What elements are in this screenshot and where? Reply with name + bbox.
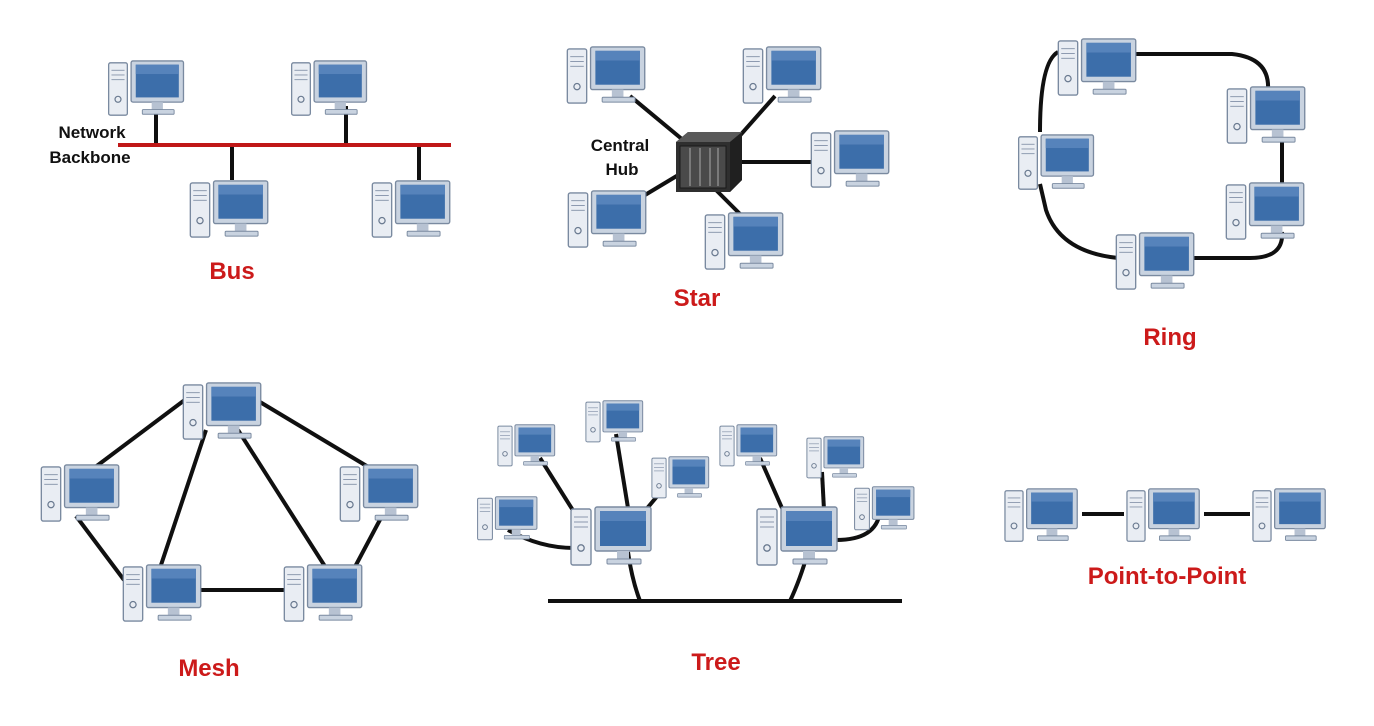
tree-cables [507,433,902,603]
computer-icon [810,130,890,188]
bus-title: Bus [209,258,254,285]
ring-topology: Ring [1017,38,1306,351]
computer-icon [1252,488,1326,542]
tree-topology: Tree [477,400,915,676]
computer-icon [283,564,363,622]
star-label-central: Central [591,136,650,155]
hub-icon [676,132,742,192]
computer-icon [107,60,185,116]
computer-icon [1226,86,1306,144]
computer-icon [1115,232,1195,290]
ring-title: Ring [1143,324,1196,351]
computer-icon [566,46,646,104]
computer-icon [122,564,202,622]
computer-icon [704,212,784,270]
computer-icon [742,46,822,104]
mesh-topology: Mesh [40,382,419,682]
computer-icon [189,180,269,238]
computer-icon [290,60,368,116]
bus-topology: Network Backbone Bus [49,60,451,285]
computer-icon [371,180,451,238]
computer-icon [1017,134,1095,190]
bus-label-backbone: Backbone [49,148,130,167]
tree-title: Tree [691,649,740,676]
computer-icon [497,424,556,467]
computer-icon [40,464,120,522]
computer-icon [182,382,262,440]
computer-icon [854,486,915,531]
computer-icon [567,190,647,248]
ring-cable [1038,50,1285,260]
star-label-hub: Hub [605,160,638,179]
computer-icon [756,506,838,566]
point-to-point-topology: Point-to-Point [1004,488,1326,590]
bus-label-network: Network [58,123,126,142]
computer-icon [651,456,710,499]
star-title: Star [674,285,721,312]
star-topology: Central Hub Star [566,46,890,312]
computer-icon [806,436,865,479]
computer-icon [477,496,538,541]
computer-icon [1126,488,1200,542]
computer-icon [1004,488,1078,542]
p2p-title: Point-to-Point [1088,563,1247,590]
mesh-title: Mesh [178,655,239,682]
computer-icon [719,424,778,467]
computer-icon [570,506,652,566]
computer-icon [1057,38,1137,96]
computer-icon [339,464,419,522]
computer-icon [1225,182,1305,240]
